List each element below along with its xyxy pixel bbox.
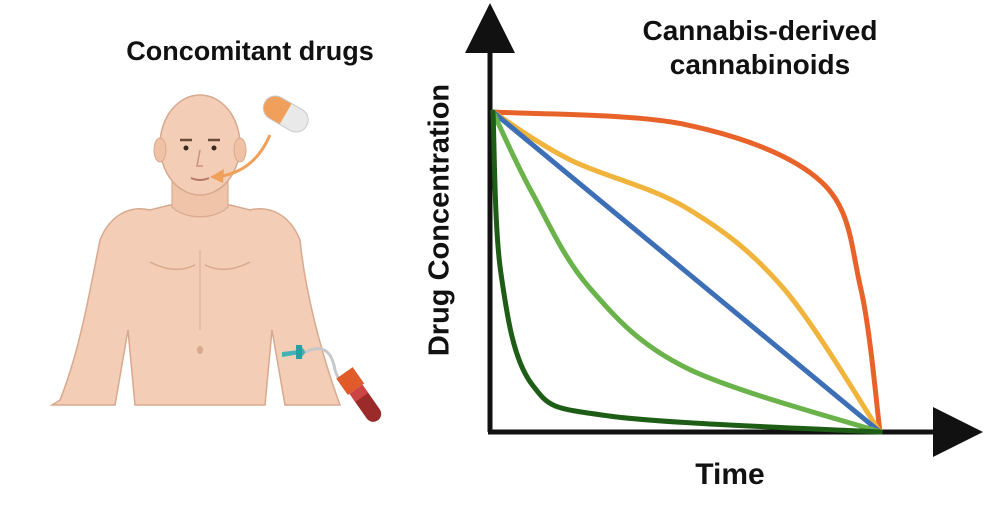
series-line-2 bbox=[490, 109, 883, 435]
human-body bbox=[49, 204, 342, 406]
human-figure-icon bbox=[49, 94, 342, 406]
left-title: Concomitant drugs bbox=[126, 36, 374, 66]
right-title: Cannabis-derived cannabinoids bbox=[600, 14, 920, 82]
blood-collection-tube-icon bbox=[336, 367, 382, 422]
right-title-line1: Cannabis-derived bbox=[642, 15, 878, 46]
y-axis-label: Drug Concentration bbox=[423, 83, 456, 357]
series-line-3 bbox=[490, 109, 883, 435]
series-line-1 bbox=[490, 109, 883, 435]
x-axis-label: Time bbox=[695, 458, 765, 491]
series-line-4 bbox=[490, 109, 883, 435]
arrow-icon bbox=[210, 134, 272, 183]
right-title-line2: cannabinoids bbox=[669, 49, 851, 80]
capsule-icon bbox=[262, 95, 309, 133]
series-line-5 bbox=[490, 109, 883, 435]
